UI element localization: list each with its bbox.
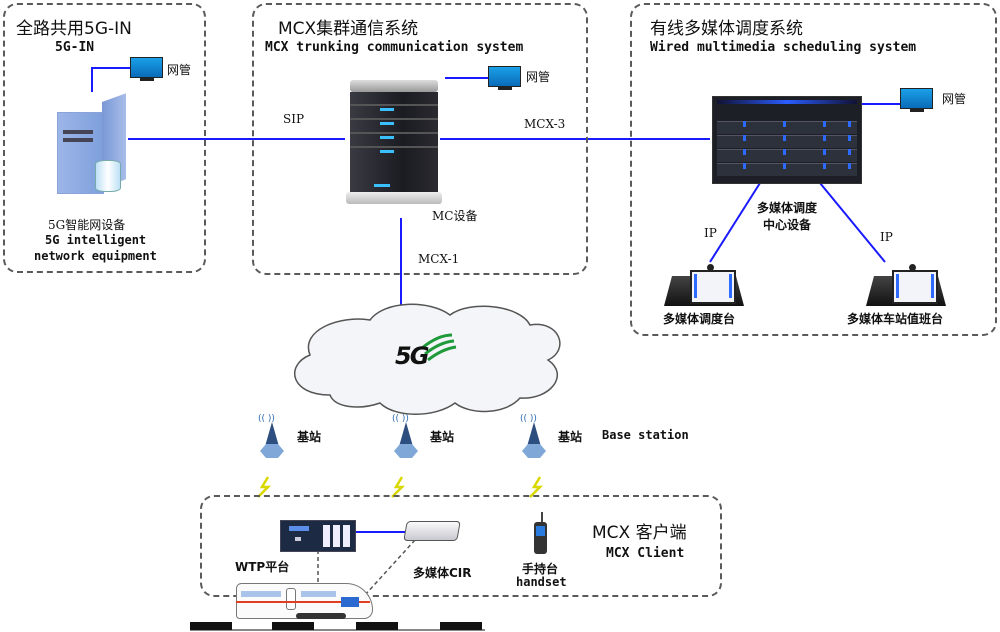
railway-track: [190, 622, 485, 631]
5g-in-title-cn: 全路共用5G-IN: [16, 19, 132, 39]
mcx-client-box: [200, 495, 722, 597]
left-nms-link: [91, 67, 130, 92]
base-station-label-1: 基站: [297, 430, 322, 444]
5g-device-label-en-1: 5G intelligent: [45, 233, 147, 247]
mcx-title-cn: MCX集群通信系统: [278, 19, 419, 39]
wired-title-cn: 有线多媒体调度系统: [650, 19, 803, 39]
dispatch-console-label: 多媒体调度台: [663, 312, 736, 326]
multimedia-cir-icon: [403, 521, 461, 541]
wtp-platform-icon: [280, 520, 356, 552]
mcx-title-en: MCX trunking communication system: [265, 40, 524, 55]
5g-device-label-en-2: network equipment: [34, 249, 157, 263]
handset-icon: [532, 512, 548, 556]
lightning-icon-2: [391, 476, 406, 498]
ip-link-left-label: IP: [704, 226, 717, 240]
ip-link-left: [709, 182, 761, 263]
mc-server-icon: [346, 80, 442, 210]
sip-link-label: SIP: [283, 112, 305, 126]
base-station-icon: (( )): [520, 414, 550, 464]
ip-link-right: [819, 182, 886, 263]
base-station-label-en: Base station: [602, 428, 689, 442]
base-station-label-2: 基站: [430, 430, 455, 444]
monitor-icon: [900, 88, 933, 112]
base-station-icon: (( )): [392, 414, 422, 464]
left-nms-label: 网管: [167, 63, 192, 77]
5g-device-label-cn: 5G智能网设备: [48, 218, 126, 232]
5g-cloud-label: 5G: [395, 342, 429, 370]
mcx-system-box: [252, 3, 588, 275]
station-console-label: 多媒体车站值班台: [847, 312, 944, 326]
cir-train-link: [364, 539, 416, 596]
5g-in-title-en: 5G-IN: [55, 40, 95, 55]
wired-title-en: Wired multimedia scheduling system: [650, 40, 917, 55]
rack-server-icon: [712, 96, 862, 184]
right-nms-label: 网管: [942, 92, 967, 106]
center-device-label-2: 中心设备: [763, 218, 812, 232]
5g-signal-icon: [421, 333, 457, 362]
ip-link-right-label: IP: [880, 230, 893, 244]
5g-cloud-icon: [293, 303, 561, 415]
middle-nms-label: 网管: [526, 70, 551, 84]
handset-label-en: handset: [516, 575, 567, 589]
handset-label-cn: 手持台: [522, 562, 559, 576]
mcx-client-title-cn: MCX 客户端: [592, 523, 687, 543]
wired-multimedia-box: [630, 3, 997, 336]
train-icon: [236, 583, 378, 621]
base-station-icon: (( )): [258, 414, 288, 464]
multimedia-cir-label: 多媒体CIR: [413, 566, 472, 580]
lightning-icon-3: [529, 476, 544, 498]
station-console-icon: [866, 262, 946, 306]
dispatch-console-icon: [664, 262, 744, 306]
mcx-client-title-en: MCX Client: [606, 546, 685, 561]
5g-in-box: [3, 3, 206, 273]
monitor-icon: [130, 57, 163, 81]
5g-intelligent-server-icon: [55, 93, 130, 195]
mc-device-label: MC设备: [432, 209, 478, 223]
monitor-icon: [488, 66, 521, 90]
mcx3-link-label: MCX-3: [524, 117, 566, 131]
wtp-platform-label: WTP平台: [235, 560, 290, 574]
center-device-label-1: 多媒体调度: [757, 201, 818, 215]
base-station-label-3: 基站: [558, 430, 583, 444]
mcx1-link-label: MCX-1: [418, 252, 460, 266]
lightning-icon-1: [257, 476, 272, 498]
